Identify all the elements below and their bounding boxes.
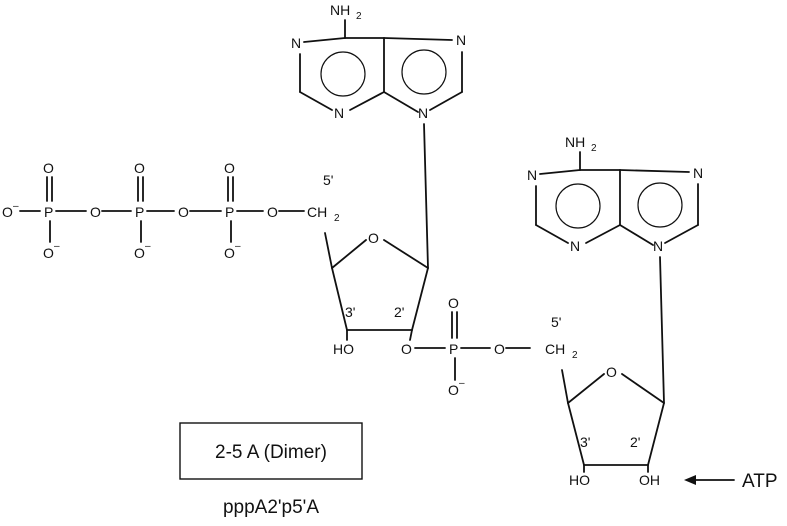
triphosphate: O P O – O – O O P O – O O P O – O (2, 160, 305, 261)
ring-oxygen-1: O (368, 230, 379, 246)
n9-second: N (653, 238, 663, 254)
n9-top: N (418, 105, 428, 121)
minus-bridge: – (459, 378, 465, 389)
two-prime-label-2: 2' (630, 434, 640, 450)
p2: P (135, 204, 144, 220)
ring-oxygen-2: O (606, 364, 617, 380)
o-double-3: O (224, 160, 235, 176)
ch2-subscript-1: 2 (334, 213, 340, 224)
adenine-second-bonds (535, 151, 699, 246)
ribose-second: 5' CH 2 O 3' 2' HO OH (545, 256, 665, 488)
oh-label-2: OH (639, 472, 660, 488)
p3: P (225, 204, 234, 220)
ribose-first-bonds (324, 123, 429, 341)
o-bridge-1: O (90, 204, 101, 220)
three-prime-label-2: 3' (580, 434, 590, 450)
o-minus-3: O (224, 245, 235, 261)
atp-annotation: ATP (684, 471, 778, 492)
triphosphate-bonds (19, 176, 305, 243)
n3-second: N (570, 238, 580, 254)
o-minus-1-below: O (43, 245, 54, 261)
ribose-first: 5' CH 2 O 3' 2' HO O (307, 123, 429, 357)
nh2-label-second: NH (565, 134, 585, 150)
o-double-2: O (134, 160, 145, 176)
n7-top: N (456, 32, 466, 48)
minus-2: – (145, 241, 151, 252)
o-double-1: O (43, 160, 54, 176)
ho-label-1: HO (333, 341, 354, 357)
o-bridge-3: O (267, 204, 278, 220)
dimer-label-box: 2-5 A (Dimer) (179, 422, 363, 480)
dimer-label: 2-5 A (Dimer) (215, 442, 327, 463)
o-minus-bridge: O (448, 382, 459, 398)
bridging-phosphate: O P O – O (414, 295, 531, 398)
ch2-label-1: CH (307, 204, 327, 220)
n1-second: N (527, 167, 537, 183)
formula-label: pppA2'p5'A (223, 497, 319, 518)
two-prime-label-1: 2' (394, 304, 404, 320)
ch2-subscript-2: 2 (572, 350, 578, 361)
p-bridge: P (449, 341, 458, 357)
atp-arrow-head (684, 475, 696, 485)
o-5prime-bridge: O (494, 341, 505, 357)
adenine-top-bonds (299, 19, 463, 113)
adenine-second: NH 2 N N N N (527, 134, 703, 254)
o-double-bridge: O (448, 295, 459, 311)
nh2-label-top: NH (330, 2, 350, 18)
ho-label-2: HO (569, 472, 590, 488)
adenine-top: NH 2 N N N N (291, 2, 466, 121)
nh2-subscript-top: 2 (356, 11, 362, 22)
minus-1-left: – (13, 201, 19, 212)
o-2prime-1: O (401, 341, 412, 357)
n1-top: N (291, 35, 301, 51)
five-prime-label-1: 5' (323, 172, 333, 188)
three-prime-label-1: 3' (345, 304, 355, 320)
ch2-label-2: CH (545, 341, 565, 357)
minus-3: – (235, 241, 241, 252)
minus-1-below: – (54, 241, 60, 252)
five-prime-label-2: 5' (551, 314, 561, 330)
o-minus-2: O (134, 245, 145, 261)
p1: P (44, 204, 53, 220)
n7-second: N (693, 165, 703, 181)
bridging-phosphate-bonds (414, 311, 531, 381)
o-minus-1-left: O (2, 204, 13, 220)
ribose-second-bonds (561, 256, 665, 473)
o-bridge-2: O (178, 204, 189, 220)
n3-top: N (334, 105, 344, 121)
atp-label: ATP (742, 471, 778, 492)
nh2-subscript-second: 2 (591, 143, 597, 154)
